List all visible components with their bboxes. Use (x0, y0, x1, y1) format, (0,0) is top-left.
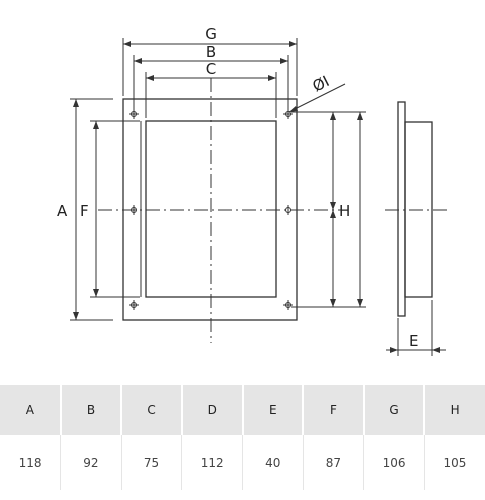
table-row: 118 92 75 112 40 87 106 105 (0, 435, 485, 490)
table-cell-b: 92 (60, 435, 122, 490)
label-f: F (80, 202, 89, 220)
table-header-b: B (60, 385, 123, 435)
table-cell-c: 75 (121, 435, 183, 490)
label-c: C (206, 60, 216, 78)
label-g: G (205, 25, 217, 43)
table-cell-e: 40 (242, 435, 304, 490)
dimension-a (70, 98, 113, 321)
dimension-e (386, 300, 446, 356)
hole-diameter-leader (288, 83, 346, 113)
label-h: H (339, 202, 350, 220)
side-view (385, 101, 448, 317)
table-header-e: E (242, 385, 305, 435)
table-header-d: D (181, 385, 244, 435)
technical-drawing: G B C ØI A F (57, 25, 448, 356)
mounting-hole-top-right (283, 109, 293, 119)
table-header-h: H (424, 385, 485, 435)
mounting-hole-bottom-right (283, 300, 293, 310)
table-header-row: A B C D E F G H (0, 385, 485, 435)
dimension-g (122, 38, 298, 96)
dimension-b (133, 55, 289, 110)
mounting-hole-top-left (129, 109, 139, 119)
dimensions-table: A B C D E F G H 118 92 75 112 40 87 106 … (0, 385, 485, 490)
dimension-f (90, 120, 140, 298)
label-a: A (57, 202, 68, 220)
table-cell-g: 106 (363, 435, 425, 490)
label-b: B (206, 43, 216, 61)
mounting-hole-bottom-left (129, 300, 139, 310)
mounting-hole-mid-left (131, 205, 137, 215)
dimension-c (145, 72, 277, 118)
table-header-f: F (303, 385, 365, 435)
table-cell-f: 87 (303, 435, 365, 490)
table-header-c: C (121, 385, 183, 435)
dimension-h (291, 111, 366, 308)
label-hole-diameter: ØI (310, 72, 333, 95)
table-cell-d: 112 (181, 435, 243, 490)
table-cell-h: 105 (443, 455, 467, 470)
table-cell-a: 118 (0, 435, 62, 490)
mounting-hole-mid-right (285, 205, 291, 215)
table-header-a: A (0, 385, 62, 435)
label-e: E (409, 332, 418, 350)
table-header-g: G (363, 385, 426, 435)
